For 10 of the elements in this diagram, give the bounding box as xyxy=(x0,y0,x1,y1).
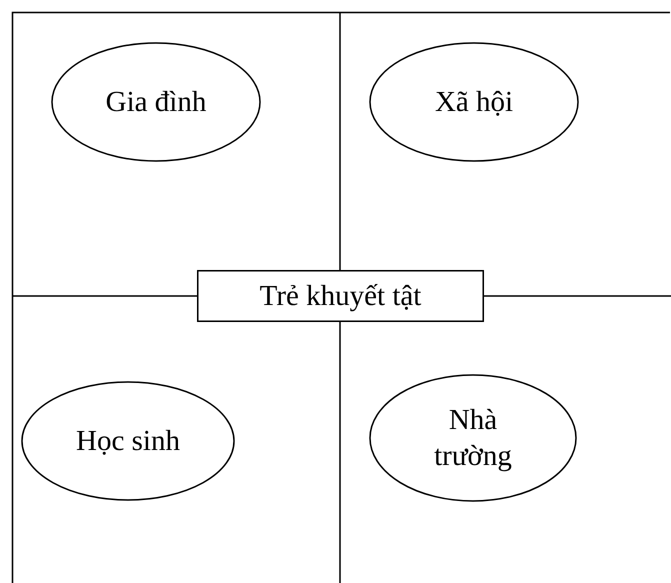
ellipse-node xyxy=(51,42,261,162)
node-label: Gia đình xyxy=(106,85,206,120)
ellipse-node xyxy=(21,381,235,501)
node-label: Xã hội xyxy=(434,85,514,120)
ellipse-node xyxy=(369,374,577,502)
ellipse-node xyxy=(369,42,579,162)
node-label: Nhà trường xyxy=(433,403,513,474)
node-label: Học sinh xyxy=(76,424,180,459)
label-box xyxy=(197,270,484,322)
node-label: Trẻ khuyết tật xyxy=(260,279,422,314)
